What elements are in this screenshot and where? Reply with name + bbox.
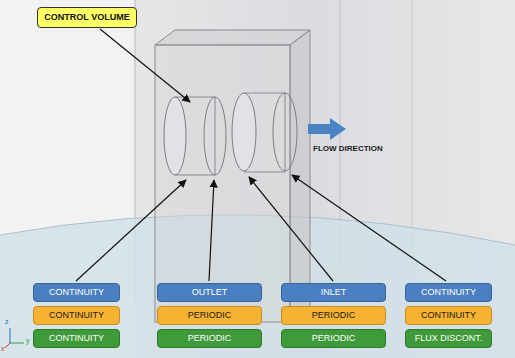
boundary-condition-box: CONTINUITY	[33, 329, 120, 348]
boundary-condition-box: OUTLET	[157, 283, 262, 302]
flow-label: FLOW DIRECTION	[313, 145, 383, 153]
boundary-condition-box: PERIODIC	[157, 306, 262, 325]
leader-line	[209, 180, 214, 281]
axis-label: x	[1, 345, 5, 352]
boundary-condition-box: CONTINUITY	[33, 283, 120, 302]
box-text: CONTINUITY	[421, 287, 476, 298]
boundary-condition-box: PERIODIC	[281, 306, 386, 325]
flow-arrow	[308, 118, 346, 140]
box-text: INLET	[321, 287, 347, 298]
box-text: PERIODIC	[188, 310, 232, 321]
boundary-condition-box: FLUX DISCONT.	[405, 329, 492, 348]
cylinder-cap	[164, 97, 186, 175]
boundary-condition-box: CONTINUITY	[33, 306, 120, 325]
leader-line	[292, 175, 446, 281]
box-text: FLUX DISCONT.	[415, 333, 483, 344]
leader-line	[100, 29, 190, 102]
axis-line	[10, 328, 11, 343]
boundary-condition-box: PERIODIC	[281, 329, 386, 348]
axis-label: y	[26, 337, 30, 344]
cylinder-cap	[204, 97, 226, 175]
leader-line	[76, 180, 186, 281]
leader-line	[249, 177, 333, 281]
boundary-condition-box: INLET	[281, 283, 386, 302]
box-text: CONTROL VOLUME	[44, 12, 129, 23]
axis-line	[10, 343, 24, 344]
callout-box: CONTROL VOLUME	[37, 7, 137, 28]
boundary-condition-box: CONTINUITY	[405, 283, 492, 302]
box-text: CONTINUITY	[49, 287, 104, 298]
box-text: PERIODIC	[312, 333, 356, 344]
box-text: CONTINUITY	[49, 333, 104, 344]
boundary-condition-box: CONTINUITY	[405, 306, 492, 325]
box-text: CONTINUITY	[421, 310, 476, 321]
volume-top	[155, 30, 310, 45]
volume-front	[155, 45, 290, 322]
axis-line	[5, 343, 10, 348]
cylinder-cap	[273, 93, 297, 171]
cylinder-cap	[232, 93, 256, 171]
box-text: PERIODIC	[188, 333, 232, 344]
box-text: PERIODIC	[312, 310, 356, 321]
boundary-condition-box: PERIODIC	[157, 329, 262, 348]
box-text: CONTINUITY	[49, 310, 104, 321]
box-text: OUTLET	[192, 287, 228, 298]
axis-label: z	[5, 318, 9, 325]
